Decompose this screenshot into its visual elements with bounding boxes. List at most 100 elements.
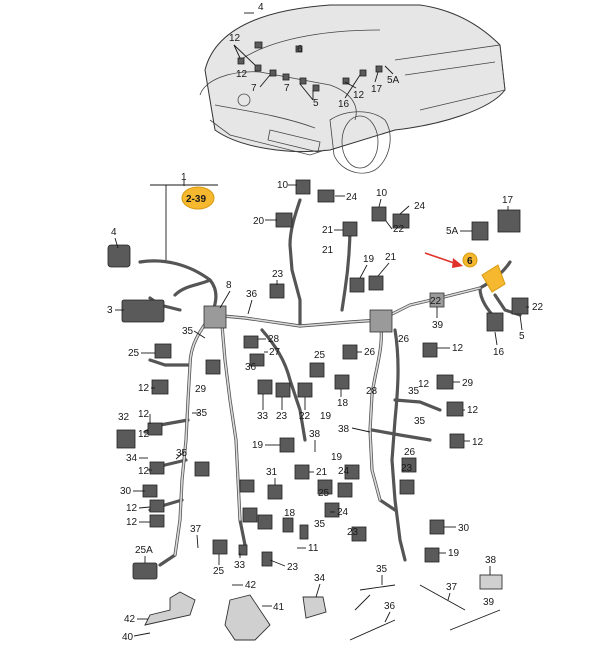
harness-callouts: 1 4 3 8 36 35 25 29 12 35 32 12 34 12 12… [107,172,544,643]
callout-label: 21 [385,252,397,263]
callout-label: 1 [181,172,187,183]
callout-label: 20 [253,216,265,227]
reference-badge-text: 2-39 [186,194,206,205]
callout-label: 19 [252,440,264,451]
callout-label: 4 [111,227,117,238]
callout-label: 34 [126,453,138,464]
callout-label: 19 [331,452,343,463]
callout-label: 35 [376,564,388,575]
callout-label: 11 [308,543,319,554]
callout-label: 19 [320,411,332,422]
callout-label: 42 [124,614,136,625]
callout-label: 26 [364,347,376,358]
callout-label: 35 [196,408,208,419]
callout-label: 30 [458,523,470,534]
callout-label: 36 [384,601,396,612]
callout-label: 12 [126,517,138,528]
callout-label: 35 [408,386,420,397]
callout-label: 22 [532,302,544,313]
callout-label: 12 [418,379,430,390]
car-label: 16 [338,99,350,110]
callout-label: 12 [138,466,150,477]
callout-label: 24 [414,201,426,212]
highlighted-item-callout: 6 [424,252,478,268]
callout-label: 33 [257,411,269,422]
highlight-item-text: 6 [467,256,473,267]
callout-label: 29 [462,378,474,389]
callout-label: 23 [347,527,359,538]
callout-label: 10 [376,188,388,199]
harness-connectors [107,179,529,580]
callout-label: 23 [287,562,299,573]
callout-label: 31 [266,467,278,478]
callout-label: 36 [245,362,257,373]
callout-label: 39 [483,597,495,608]
callout-label: 12 [467,405,479,416]
callout-label: 23 [276,411,288,422]
callout-label: 35 [314,519,326,530]
callout-label: 25 [318,488,330,499]
callout-label: 12 [452,343,464,354]
callout-label: 40 [122,632,134,643]
callout-label: 22 [393,224,405,235]
callout-label: 19 [363,254,375,265]
car-label: 12 [229,33,241,44]
callout-label: 28 [268,334,280,345]
callout-label: 35 [182,326,194,337]
callout-label: 5 [519,331,525,342]
callout-label: 16 [493,347,505,358]
callout-label: 38 [485,555,497,566]
callout-label: 39 [432,320,444,331]
callout-label: 12 [138,409,150,420]
callout-label: 8 [226,280,232,291]
callout-label: 24 [338,466,350,477]
callout-label: 26 [398,334,410,345]
callout-label: 33 [234,560,246,571]
callout-label: 18 [337,398,349,409]
callout-label: 36 [246,289,258,300]
callout-label: 21 [322,225,334,236]
callout-label: 24 [346,192,358,203]
car-label: 12 [236,69,248,80]
callout-label: 21 [316,467,328,478]
callout-label: 38 [338,424,350,435]
callout-label: 21 [322,245,334,256]
callout-label: 37 [446,582,458,593]
vehicle-front-illustration [199,4,506,174]
callout-label: 28 [366,386,378,397]
callout-label: 3 [107,305,113,316]
callout-label: 12 [138,429,150,440]
vehicle-callouts: 4 12 6 7 12 7 5 12 16 17 5A [229,2,400,110]
callout-label: 24 [337,507,349,518]
callout-label: 12 [472,437,484,448]
callout-label: 19 [448,548,460,559]
callout-label: 10 [277,180,289,191]
callout-label: 38 [309,429,321,440]
car-label: 5 [313,98,319,109]
reference-badge-2-39: 2-39 [150,180,218,260]
car-label: 7 [251,83,257,94]
callout-label: 12 [138,383,150,394]
callout-label: 25A [135,545,153,556]
callout-label: 25 [314,350,326,361]
callout-label: 22 [299,411,311,422]
car-label: 5A [387,75,400,86]
callout-label: 26 [404,447,416,458]
callout-label: 42 [245,580,257,591]
car-label: 17 [371,84,383,95]
callout-label: 5A [446,226,459,237]
callout-label: 25 [128,348,140,359]
car-label: 12 [353,90,365,101]
callout-label: 22 [430,296,442,307]
callout-label: 23 [401,463,413,474]
callout-label: 41 [273,602,285,613]
callout-label: 30 [120,486,132,497]
callout-label: 25 [213,566,225,577]
callout-label: 18 [284,508,296,519]
callout-label: 35 [414,416,426,427]
car-label: 4 [258,2,264,13]
callout-label: 29 [195,384,207,395]
car-label: 6 [297,44,303,55]
callout-label: 32 [118,412,130,423]
